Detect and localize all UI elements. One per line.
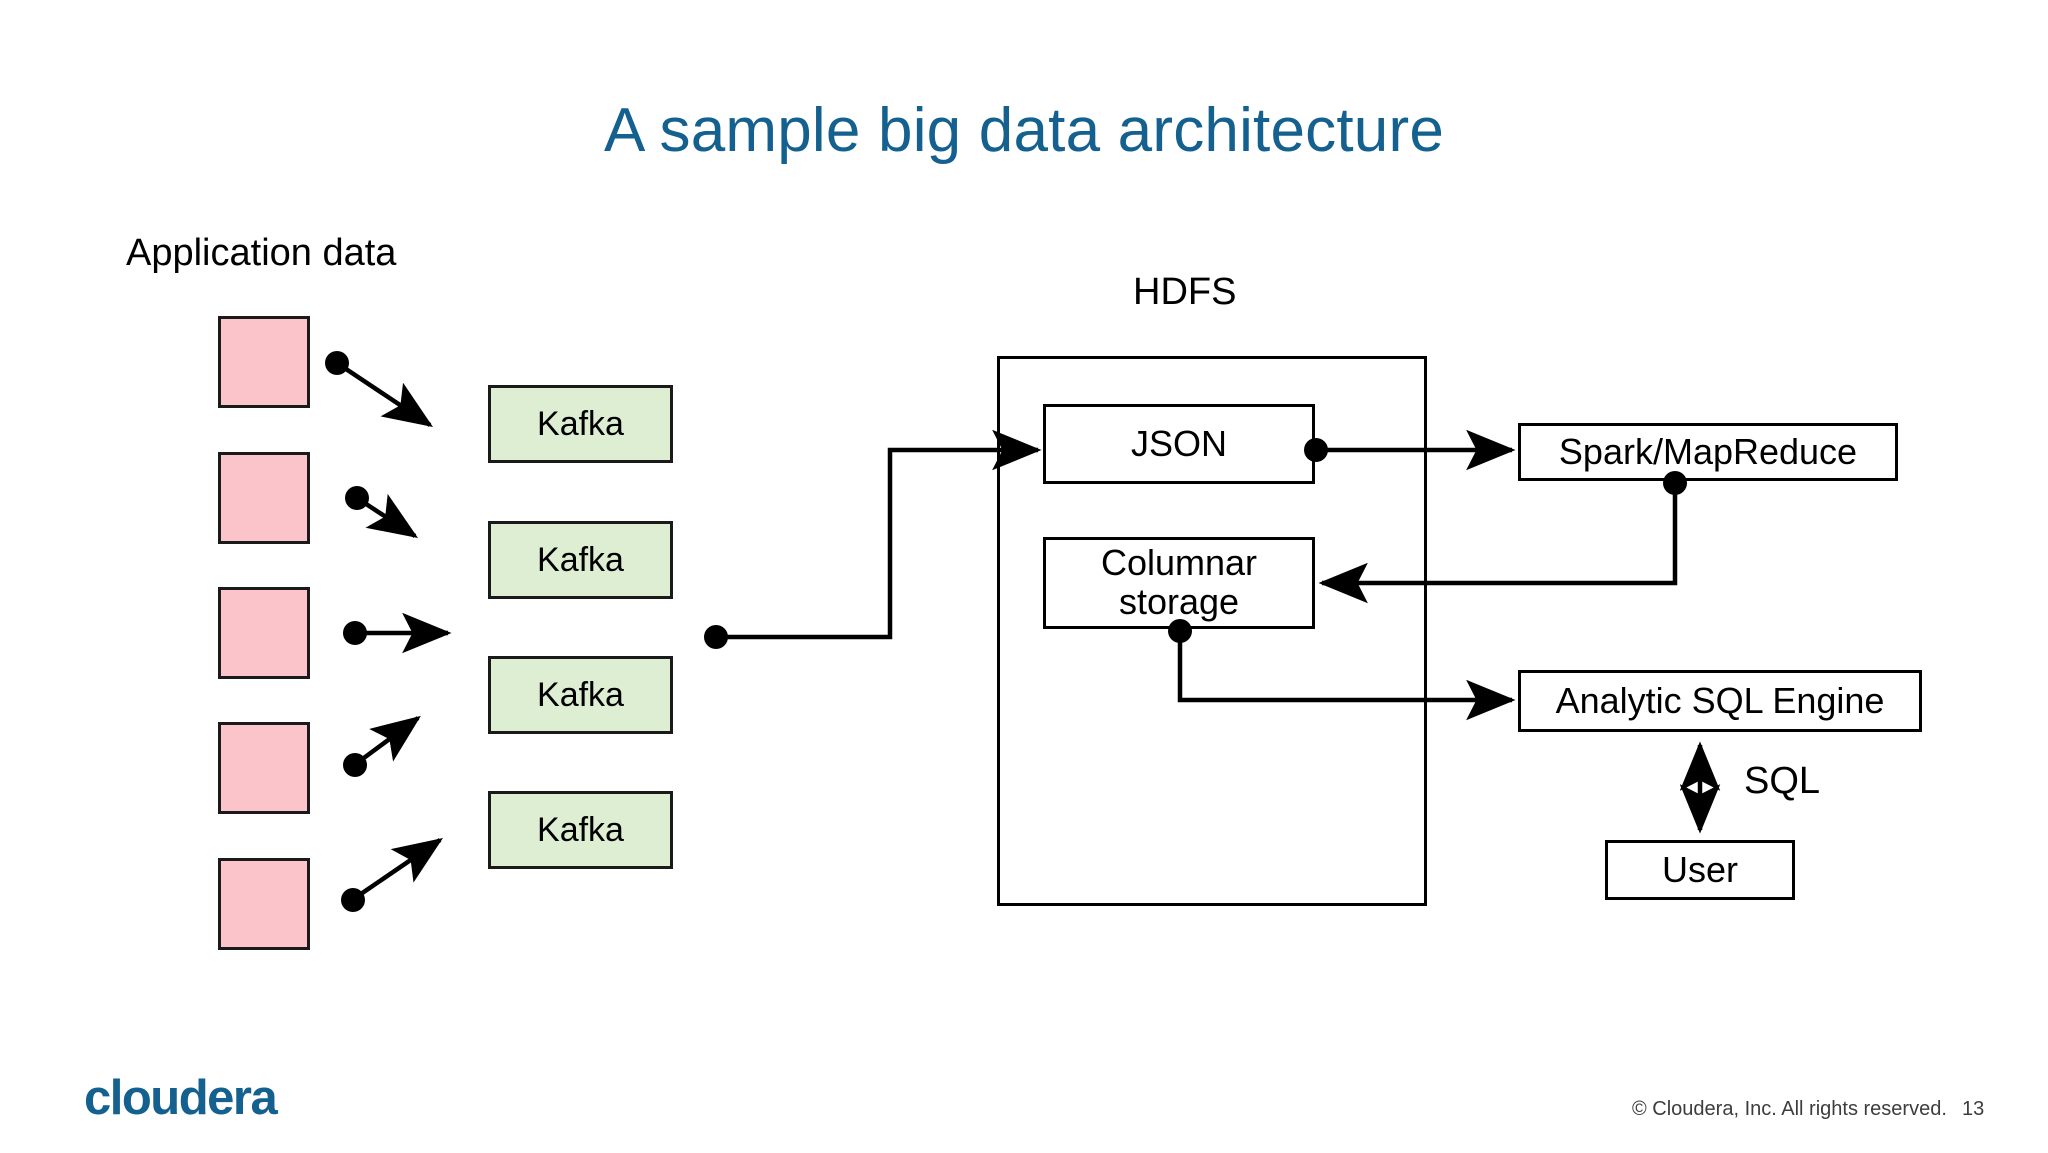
page-title: A sample big data architecture [603,96,1445,165]
app-source-box-3[interactable] [218,587,310,679]
edge-source2-kafka2 [358,493,419,538]
hdfs-label: HDFS [1133,271,1237,313]
copyright-text: © Cloudera, Inc. All rights reserved. [1632,1098,1947,1120]
app-source-box-5[interactable] [218,858,310,950]
dot-kafka-bus [704,625,728,649]
dot-source5 [341,888,365,912]
kafka-box-4[interactable]: Kafka [488,791,673,869]
sql-link-label: SQL [1744,760,1821,802]
columnar-storage-line1: Columnar [1100,542,1258,584]
kafka-box-3[interactable]: Kafka [488,656,673,734]
edge-source5-kafka4 [353,837,443,900]
spark-mapreduce-box[interactable]: Spark/MapReduce [1518,423,1898,481]
app-source-box-4[interactable] [218,722,310,814]
page-number: 13 [1962,1098,1985,1120]
edge-source4-kafka3 [355,715,421,765]
application-data-label: Application data [126,232,397,274]
dot-source1 [325,351,349,375]
user-box[interactable]: User [1605,840,1795,900]
kafka-box-2[interactable]: Kafka [488,521,673,599]
columnar-storage-line2: storage [1118,581,1240,622]
dot-source4 [343,753,367,777]
edge-source1-kafka1 [338,363,433,427]
dot-source2 [345,486,369,510]
app-source-box-2[interactable] [218,452,310,544]
json-box[interactable]: JSON [1043,404,1315,484]
kafka-box-1[interactable]: Kafka [488,385,673,463]
app-source-box-1[interactable] [218,316,310,408]
cloudera-logo: cloudera [84,1071,278,1125]
dot-source3 [343,621,367,645]
analytic-sql-engine-box[interactable]: Analytic SQL Engine [1518,670,1922,732]
columnar-storage-box[interactable]: Columnar storage [1043,537,1315,629]
edge-kafka-json [716,429,1042,640]
